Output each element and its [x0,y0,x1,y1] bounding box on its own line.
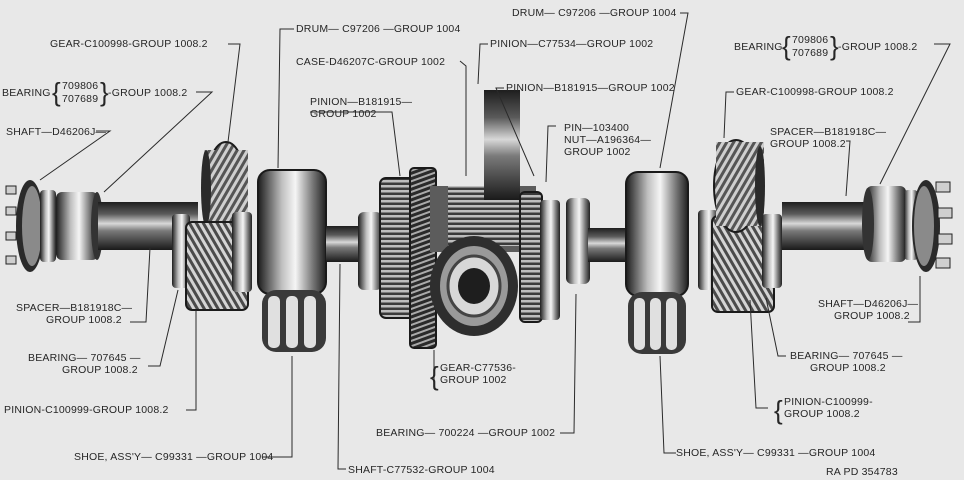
right-helical-gear [713,139,765,233]
left-drum [257,169,327,352]
label-spacer-right-line2: GROUP 1008.2 [770,138,846,150]
label-bearing-left-a: 709806 [62,80,99,92]
label-bearing-right-pre: BEARING [734,41,783,53]
center-right-bearing [566,198,590,284]
differential-case [379,90,560,349]
label-spacer-right-line1: SPACER—B181918C— [770,126,887,138]
label-pinion-b-left-line2: GROUP 1002 [310,108,377,120]
right-center-shaft [588,228,628,262]
label-pinion-c100999-right: { PINION-C100999- GROUP 1008.2 [774,396,873,424]
label-shaft-right: SHAFT—D46206J— GROUP 1008.2 [818,298,918,322]
label-bearing-left-b: 707689 [62,93,99,105]
label-pin: PIN—103400 [564,122,630,134]
label-spacer-left: SPACER—B181918C— GROUP 1008.2 [16,302,132,326]
left-helical-gear [201,141,248,235]
right-drum [625,171,689,354]
label-shaft-c77532: SHAFT-C77532-GROUP 1004 [348,464,495,476]
label-bearing-707645-left: BEARING— 707645 — GROUP 1008.2 [28,352,141,376]
label-bearing-707645-left-line1: BEARING— 707645 — [28,352,141,364]
leader-lines [39,12,951,470]
label-bearing-right-a: 709806 [792,34,829,46]
label-pinion-c100999-right-line1: PINION-C100999- [784,396,873,408]
label-bearing-700224: BEARING— 700224 —GROUP 1002 [376,427,556,439]
brace-close-right: } [830,31,839,61]
label-ra-pd: RA PD 354783 [826,466,898,478]
label-pinion-c100999-right-line2: GROUP 1008.2 [784,408,860,420]
left-flange [5,180,56,272]
label-pinion-c100999-left: PINION-C100999-GROUP 1008.2 [4,404,169,416]
label-pinion-c77534: PINION—C77534—GROUP 1002 [490,38,654,50]
label-bearing-707645-right-line2: GROUP 1008.2 [810,362,886,374]
label-gear-c77536-line1: GEAR-C77536- [440,362,516,374]
right-shaft [782,202,872,250]
brace-gear-c77536: { [430,361,439,391]
label-shaft-left: SHAFT—D46206J— [6,126,107,138]
label-bearing-right-b: 707689 [792,47,829,59]
label-shaft-right-line1: SHAFT—D46206J— [818,298,919,310]
label-bearing-707645-left-line2: GROUP 1008.2 [62,364,138,376]
shaft-c77532 [326,226,364,262]
label-bearing-707645-right-line1: BEARING— 707645 — [790,350,903,362]
label-nut-group: GROUP 1002 [564,146,631,158]
label-bearing-right-post: -GROUP 1008.2 [838,41,918,53]
brace-open: { [52,77,61,107]
left-bearing [56,192,103,260]
label-gear-c77536: { GEAR-C77536- GROUP 1002 [430,362,516,390]
brace-close: } [100,77,109,107]
label-bearing-left-post: -GROUP 1008.2 [108,87,188,99]
right-flange [904,180,953,272]
brace-open-right: { [782,31,791,61]
label-shoe-right: SHOE, ASS'Y— C99331 —GROUP 1004 [676,447,876,459]
label-case: CASE-D46207C-GROUP 1002 [296,56,446,68]
right-bearing [862,186,906,262]
center-left-bearing [358,212,382,290]
label-shaft-right-line2: GROUP 1008.2 [834,310,910,322]
brace-pinion-c100999-right: { [774,395,783,425]
label-spacer-left-line2: GROUP 1008.2 [46,314,122,326]
label-spacer-left-line1: SPACER—B181918C— [16,302,133,314]
label-drum-right: DRUM— C97206 —GROUP 1004 [512,7,677,19]
label-pinion-b-left: PINION—B181915— GROUP 1002 [310,96,412,120]
right-spacer [762,214,782,288]
label-shoe-left: SHOE, ASS'Y— C99331 —GROUP 1004 [74,451,274,463]
label-bearing-707645-right: BEARING— 707645 — GROUP 1008.2 [790,350,903,374]
label-pinion-b-right: PINION—B181915—GROUP 1002 [506,82,675,94]
label-gear-c77536-line2: GROUP 1002 [440,374,507,386]
label-drum-left: DRUM— C97206 —GROUP 1004 [296,23,461,35]
label-gear-left: GEAR-C100998-GROUP 1008.2 [50,38,208,50]
label-nut: NUT—A196364— [564,134,652,146]
label-gear-right: GEAR-C100998-GROUP 1008.2 [736,86,894,98]
label-bearing-left-pre: BEARING [2,87,51,99]
label-pin-nut: PIN—103400 NUT—A196364— GROUP 1002 [564,122,651,158]
label-spacer-right: SPACER—B181918C— GROUP 1008.2 [770,126,886,150]
left-pinion [185,212,252,311]
label-pinion-b-left-line1: PINION—B181915— [310,96,413,108]
